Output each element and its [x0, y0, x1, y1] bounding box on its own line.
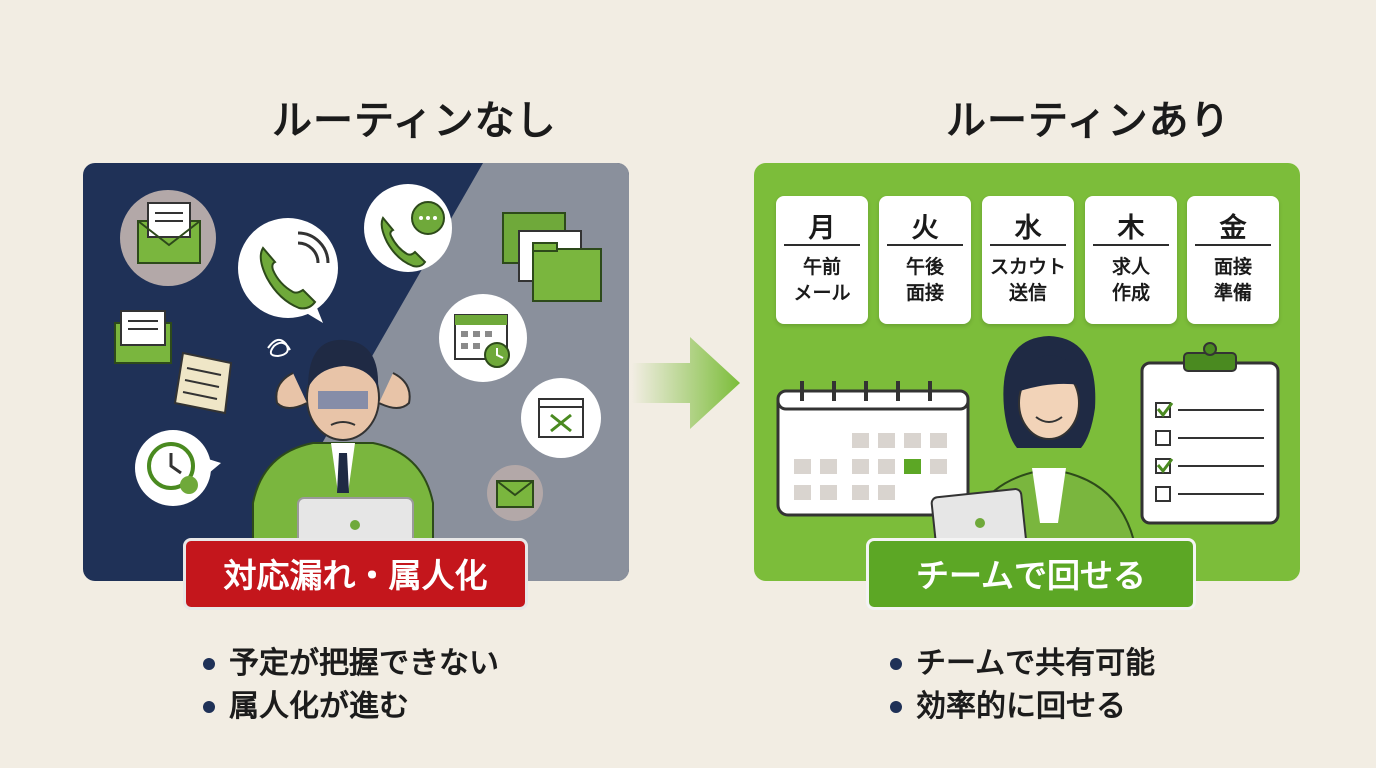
mail-icon — [120, 190, 216, 286]
bullet-dot — [890, 700, 902, 713]
banner-solution: チームで回せる — [866, 538, 1196, 610]
day-card-wed: 水 スカウト 送信 — [982, 196, 1074, 324]
heading-without-routine: ルーティンなし — [272, 98, 557, 144]
bullet-text: 予定が把握できない — [229, 646, 499, 681]
clipboard-checklist-icon — [1140, 342, 1280, 525]
panel-without-routine — [83, 163, 629, 581]
day-task: 面接 準備 — [1213, 256, 1252, 304]
bullet-text: 効率的に回せる — [916, 689, 1126, 724]
calendar-icon — [439, 294, 527, 382]
chaos-illustration — [114, 163, 629, 581]
arrow-right-icon — [632, 337, 740, 429]
list-item: 属人化が進む — [203, 685, 499, 728]
day-label: 金 — [1195, 196, 1271, 246]
heading-with-routine: ルーティンあり — [946, 98, 1231, 144]
phone-icon — [238, 218, 338, 323]
day-label: 月 — [784, 196, 860, 246]
bullet-list-without-routine: 予定が把握できない 属人化が進む — [203, 642, 499, 728]
folder-icon — [502, 212, 602, 302]
bullet-dot — [890, 657, 902, 670]
day-card-thu: 木 求人 作成 — [1085, 196, 1177, 324]
day-task: 求人 作成 — [1111, 256, 1150, 304]
day-card-mon: 月 午前 メール — [776, 196, 868, 324]
list-item: 予定が把握できない — [203, 642, 499, 685]
calendar-icon — [776, 381, 970, 517]
document-icon — [114, 310, 233, 415]
bullet-text: チームで共有可能 — [916, 646, 1156, 681]
list-item: 効率的に回せる — [890, 685, 1155, 728]
day-label: 水 — [990, 196, 1066, 246]
calendar-icon — [521, 378, 601, 458]
bullet-dot — [203, 657, 215, 670]
day-card-tue: 火 午後 面接 — [879, 196, 971, 324]
day-card-fri: 金 面接 準備 — [1187, 196, 1279, 324]
bullet-list-with-routine: チームで共有可能 効率的に回せる — [890, 642, 1155, 728]
clock-icon — [135, 430, 221, 506]
list-item: チームで共有可能 — [890, 642, 1155, 685]
day-task: スカウト 送信 — [989, 256, 1066, 304]
chat-icon — [364, 184, 452, 272]
banner-problem: 対応漏れ・属人化 — [183, 538, 528, 610]
day-label: 火 — [887, 196, 963, 246]
mail-icon — [487, 465, 543, 521]
day-task: 午後 面接 — [905, 256, 944, 304]
day-task: 午前 メール — [793, 256, 851, 304]
day-label: 木 — [1093, 196, 1169, 246]
bullet-dot — [203, 700, 215, 713]
bullet-text: 属人化が進む — [229, 689, 409, 724]
